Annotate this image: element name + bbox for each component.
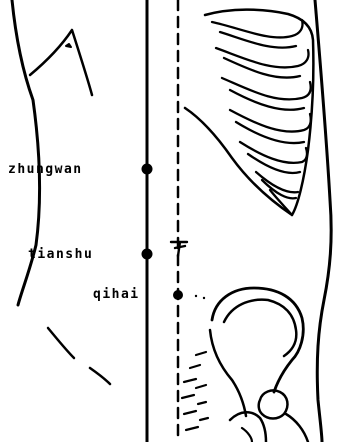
right-body-outline [315,0,331,442]
qihai-label: qihai [93,288,140,301]
tianshu-point [142,249,153,260]
ribs [212,20,311,215]
left-chest-curve [30,30,92,95]
rib-5 [240,142,307,163]
iliac-crest [212,288,303,392]
iliac-inner [224,300,296,356]
left-hip-line-upper [48,328,74,358]
nipple-mark [66,44,71,47]
navel-mark [171,242,187,256]
obturator [242,428,252,442]
pubic-arch [230,412,266,442]
rib-3 [222,78,311,99]
tianshu-label: tianshu [28,248,93,261]
left-hip-line-lower [90,368,110,384]
ischium [286,414,308,442]
dot-2 [203,297,205,299]
rib-2 [216,48,309,67]
dot-1 [195,295,197,297]
rib-6 [256,172,298,192]
zhongwan-label: zhungwan [8,163,83,176]
qihai-point [173,290,183,300]
zhongwan-point [142,164,153,175]
rib-4 [230,110,311,132]
femoral-head [259,390,288,418]
pelvic-inlet [210,330,246,416]
abdomen-hatching [182,352,208,430]
